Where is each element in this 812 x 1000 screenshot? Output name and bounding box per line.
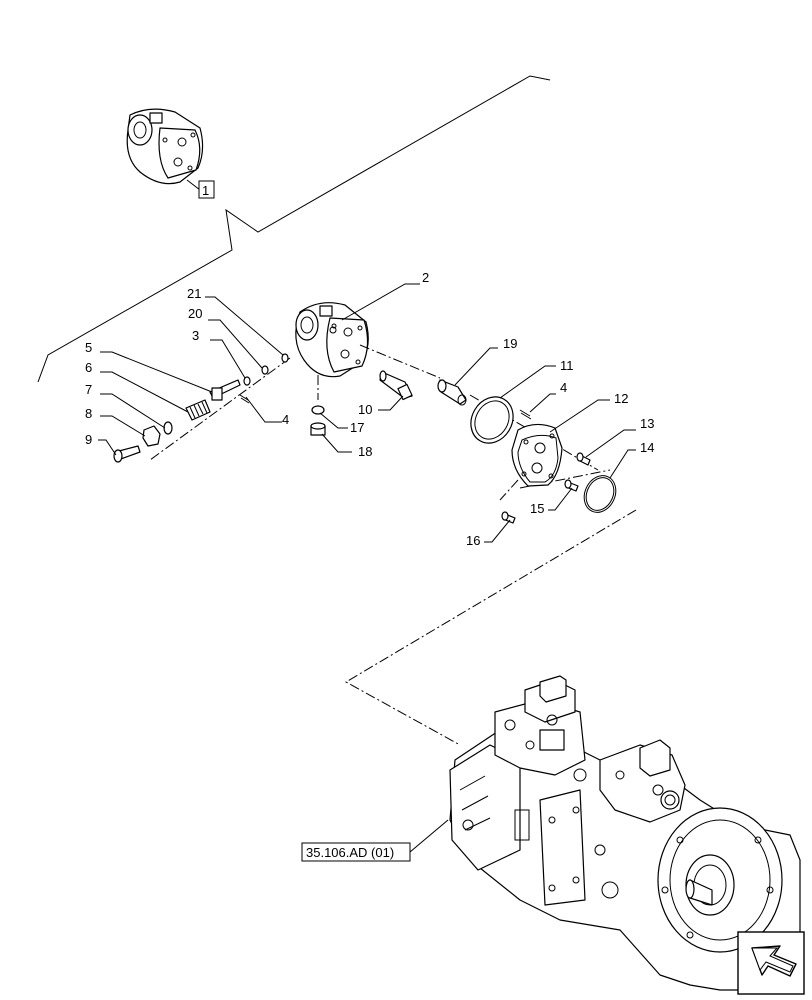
pump-housing — [295, 302, 369, 378]
callout-11: 11 — [560, 358, 574, 373]
callout-6: 6 — [85, 360, 92, 375]
o-ring-14 — [583, 475, 617, 513]
callout-10: 10 — [358, 402, 372, 417]
seal-21 — [281, 353, 289, 363]
o-ring-large — [470, 396, 514, 444]
next-page-arrow-icon[interactable] — [737, 931, 805, 995]
callout-17: 17 — [350, 420, 364, 435]
callout-8: 8 — [85, 406, 92, 421]
callout-2: 2 — [422, 270, 429, 285]
section-divider-line — [37, 75, 551, 383]
callout-9: 9 — [85, 432, 92, 447]
seal-3 — [243, 376, 251, 386]
bolt-15 — [564, 479, 579, 492]
seal-20 — [261, 365, 269, 375]
drive-shaft — [379, 370, 413, 401]
coupling-shaft — [437, 379, 467, 406]
cover-plate — [511, 423, 563, 487]
callout-4-left: 4 — [282, 412, 289, 427]
callout-4-right: 4 — [560, 380, 567, 395]
pump-assembly-thumbnail — [126, 108, 204, 185]
callout-21: 21 — [187, 286, 201, 301]
reference-label[interactable]: 35.106.AD (01) — [306, 845, 394, 860]
seal-17 — [311, 405, 325, 415]
washer-7 — [163, 421, 173, 435]
callout-19: 19 — [503, 336, 517, 351]
plug-18 — [310, 422, 326, 436]
callout-15: 15 — [530, 501, 544, 516]
hydraulic-pump-assembly — [449, 675, 801, 991]
callout-16: 16 — [466, 533, 480, 548]
spring — [185, 399, 211, 421]
bolt-13 — [576, 452, 591, 466]
callout-1: 1 — [202, 183, 209, 198]
reference-label-box[interactable] — [301, 842, 411, 862]
valve-stem — [209, 379, 241, 401]
callout-12: 12 — [614, 391, 628, 406]
item-1-box — [198, 180, 215, 199]
callout-5: 5 — [85, 340, 92, 355]
callout-7: 7 — [85, 382, 92, 397]
callout-13: 13 — [640, 416, 654, 431]
callout-18: 18 — [358, 444, 372, 459]
nut-8 — [142, 425, 161, 447]
bolt-9 — [113, 445, 141, 463]
callout-14: 14 — [640, 440, 654, 455]
bolt-16 — [501, 511, 516, 524]
callout-3: 3 — [192, 328, 199, 343]
callout-20: 20 — [188, 306, 202, 321]
